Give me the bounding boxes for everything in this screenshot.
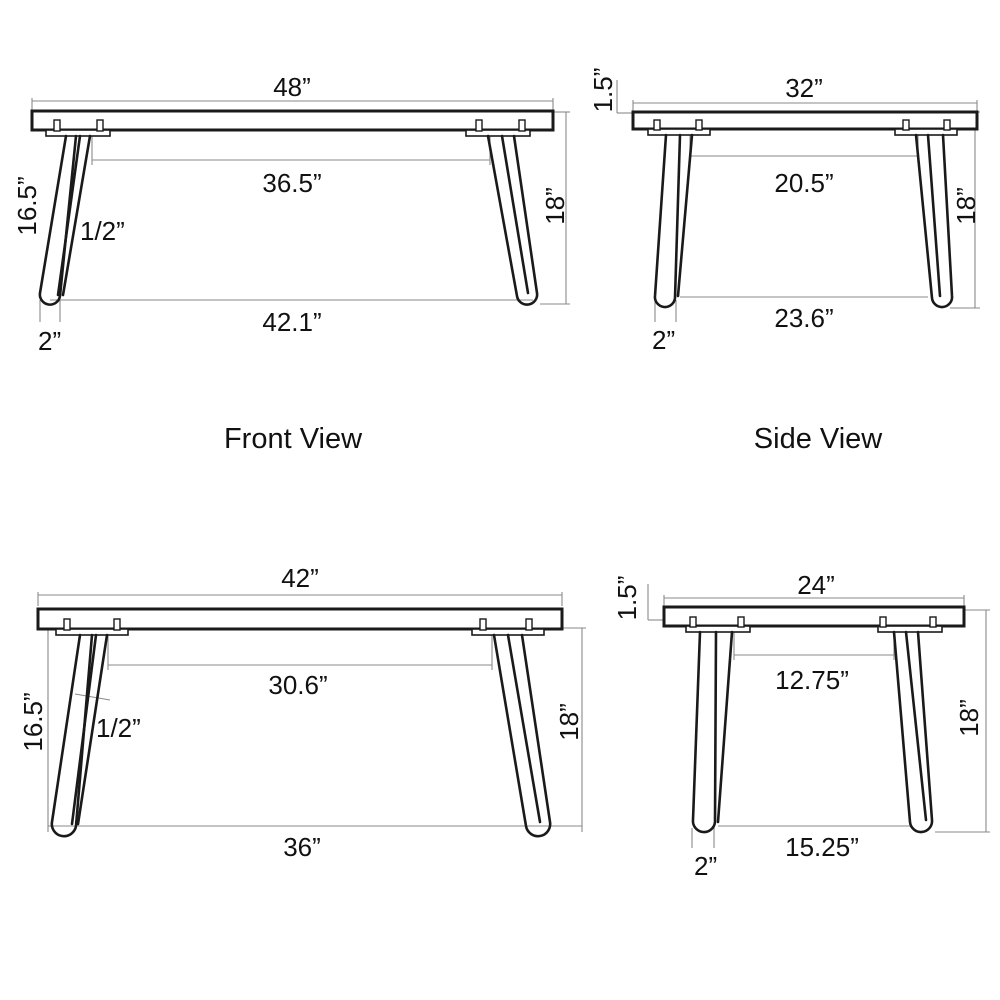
- table-top: [662, 605, 966, 628]
- bolt: [525, 618, 533, 631]
- dim-rod: 1/2”: [80, 216, 125, 246]
- dim-foot-span: 36”: [283, 832, 321, 862]
- dim-leader-rod: [74, 693, 111, 701]
- dim-height: 18”: [540, 187, 570, 225]
- table-top: [631, 110, 979, 131]
- bolt: [53, 119, 61, 132]
- leg-bracket: [894, 128, 958, 136]
- bolt: [879, 616, 887, 628]
- hairpin-leg-right-inner: [904, 630, 928, 822]
- hairpin-leg-right-inner: [500, 134, 530, 295]
- hairpin-leg-right: [492, 633, 552, 838]
- leg-bracket: [465, 129, 531, 137]
- hairpin-leg-left-inner: [716, 630, 734, 824]
- dim-foot-span: 15.25”: [785, 832, 859, 862]
- hairpin-leg-right-inner: [506, 633, 542, 824]
- side-view-label: Side View: [754, 423, 883, 455]
- hairpin-leg-right: [914, 133, 954, 309]
- dim-foot-span: 23.6”: [774, 303, 833, 333]
- bolt: [737, 616, 745, 628]
- hairpin-leg-left-inner: [676, 133, 694, 298]
- dim-thickness: 1.5”: [588, 68, 618, 113]
- dim-inner-span: 36.5”: [262, 168, 321, 198]
- hairpin-leg-right: [486, 134, 539, 306]
- dim-inner-span: 30.6”: [268, 670, 327, 700]
- hairpin-leg-left: [653, 133, 682, 309]
- dim-top-length: 32”: [785, 73, 823, 103]
- dim-foot-span: 42.1”: [262, 307, 321, 337]
- dim-inner-span: 20.5”: [774, 168, 833, 198]
- front-view-label: Front View: [224, 423, 363, 455]
- bolt: [113, 618, 121, 631]
- front-view-2-drawing: 42” 30.6” 36” 1/2” 16.5” 18”: [18, 563, 586, 862]
- dim-leg-length: 16.5”: [18, 692, 48, 751]
- bolt: [695, 119, 703, 131]
- hairpin-leg-right-inner: [926, 133, 942, 298]
- front-view-1-drawing: 48” 36.5” 42.1” 2” 1/2” 16.5” 18”: [12, 72, 570, 356]
- bolt: [518, 119, 526, 132]
- table-top: [30, 109, 555, 132]
- hairpin-leg-left: [50, 633, 94, 838]
- dim-thickness: 1.5”: [612, 576, 642, 621]
- dim-foot-width: 2”: [652, 325, 675, 355]
- bolt: [943, 119, 951, 131]
- hairpin-leg-left: [691, 630, 718, 834]
- hairpin-leg-left-inner: [70, 633, 98, 826]
- dim-inner-span: 12.75”: [775, 665, 849, 695]
- bolt: [902, 119, 910, 131]
- side-view-1-drawing: 32” 20.5” 23.6” 2” 1.5” 18”: [588, 68, 981, 355]
- dim-leg-length: 16.5”: [12, 176, 42, 235]
- leg-bracket: [877, 625, 943, 633]
- dim-height: 18”: [554, 703, 584, 741]
- hairpin-leg-left-inner: [56, 134, 82, 297]
- bolt: [689, 616, 697, 628]
- hairpin-leg-left-rod: [61, 134, 92, 297]
- bolt: [63, 618, 71, 631]
- bolt: [96, 119, 104, 132]
- dim-height: 18”: [951, 187, 981, 225]
- bolt: [479, 618, 487, 631]
- bolt: [653, 119, 661, 131]
- bolt: [475, 119, 483, 132]
- dim-top-length: 24”: [797, 570, 835, 600]
- bolt: [929, 616, 937, 628]
- dim-rod: 1/2”: [96, 713, 141, 743]
- hairpin-leg-left: [38, 134, 78, 306]
- dim-foot-width: 2”: [694, 851, 717, 881]
- dim-height: 18”: [954, 699, 984, 737]
- side-view-2-drawing: 24” 12.75” 15.25” 2” 1.5” 18”: [612, 570, 990, 881]
- leg-bracket: [685, 625, 751, 633]
- table-top: [36, 607, 564, 631]
- hairpin-leg-left-rod: [76, 633, 109, 826]
- dim-top-length: 48”: [273, 72, 311, 102]
- leg-bracket: [45, 129, 111, 137]
- hairpin-leg-right: [892, 630, 934, 834]
- dim-foot-width: 2”: [38, 326, 61, 356]
- dim-top-length: 42”: [281, 563, 319, 593]
